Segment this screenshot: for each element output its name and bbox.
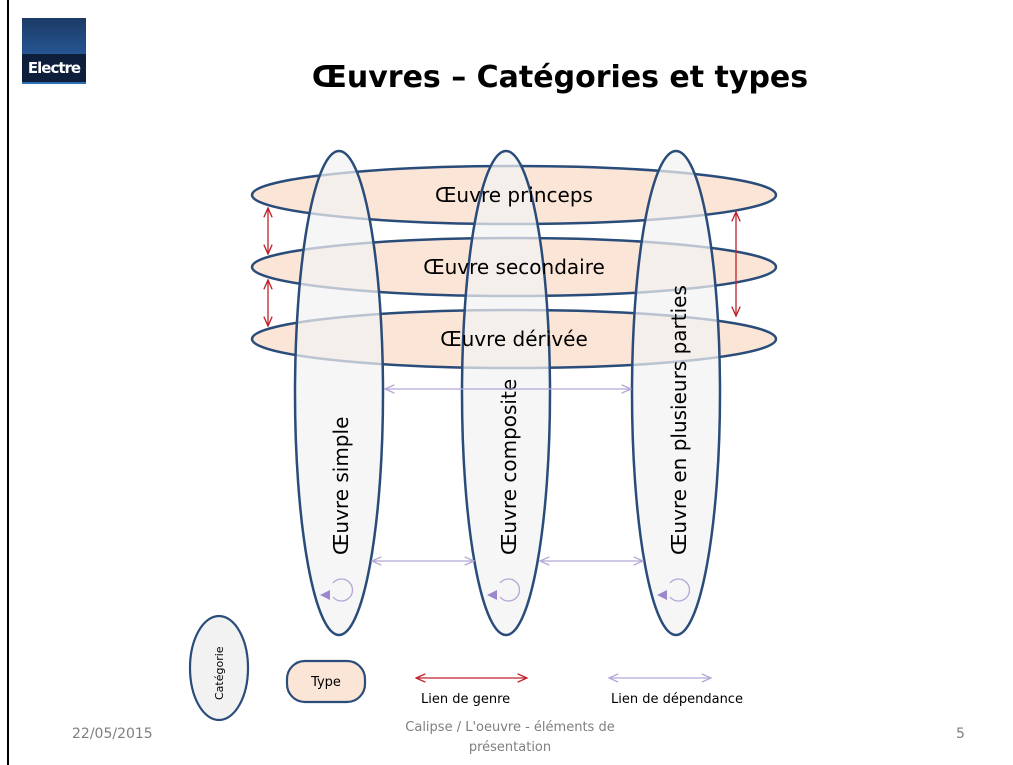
- footer-date: 22/05/2015: [72, 726, 153, 742]
- footer-page-number: 5: [956, 726, 965, 742]
- legend-dependance-link-label: Lien de dépendance: [611, 692, 743, 707]
- type-label-secondaire: Œuvre secondaire: [423, 255, 605, 279]
- type-label-princeps: Œuvre princeps: [435, 183, 593, 207]
- electre-logo: Electre: [22, 18, 86, 84]
- self-dependance-loop-simple: [320, 578, 354, 602]
- category-label-plusieurs-parties: Œuvre en plusieurs parties: [667, 285, 691, 555]
- logo-text: Electre: [22, 54, 86, 82]
- legend-type-label: Type: [310, 675, 341, 690]
- legend-type-box: [285, 659, 367, 704]
- self-dependance-loop-composite: [487, 578, 521, 602]
- self-dependance-loop-plusieurs-parties: [657, 578, 691, 602]
- footer-presentation-title: Calipse / L'oeuvre - éléments de présent…: [405, 720, 615, 755]
- legend-category-label: Catégorie: [213, 646, 226, 700]
- legend-category-ellipse: [188, 614, 250, 722]
- type-label-derivee: Œuvre dérivée: [440, 327, 588, 351]
- category-ellipse-simple: [293, 149, 385, 637]
- left-border-rule: [7, 0, 9, 765]
- category-label-composite: Œuvre composite: [497, 379, 521, 555]
- legend-genre-link-label: Lien de genre: [421, 692, 510, 707]
- category-label-simple: Œuvre simple: [329, 417, 353, 555]
- slide-title: Œuvres – Catégories et types: [311, 60, 809, 95]
